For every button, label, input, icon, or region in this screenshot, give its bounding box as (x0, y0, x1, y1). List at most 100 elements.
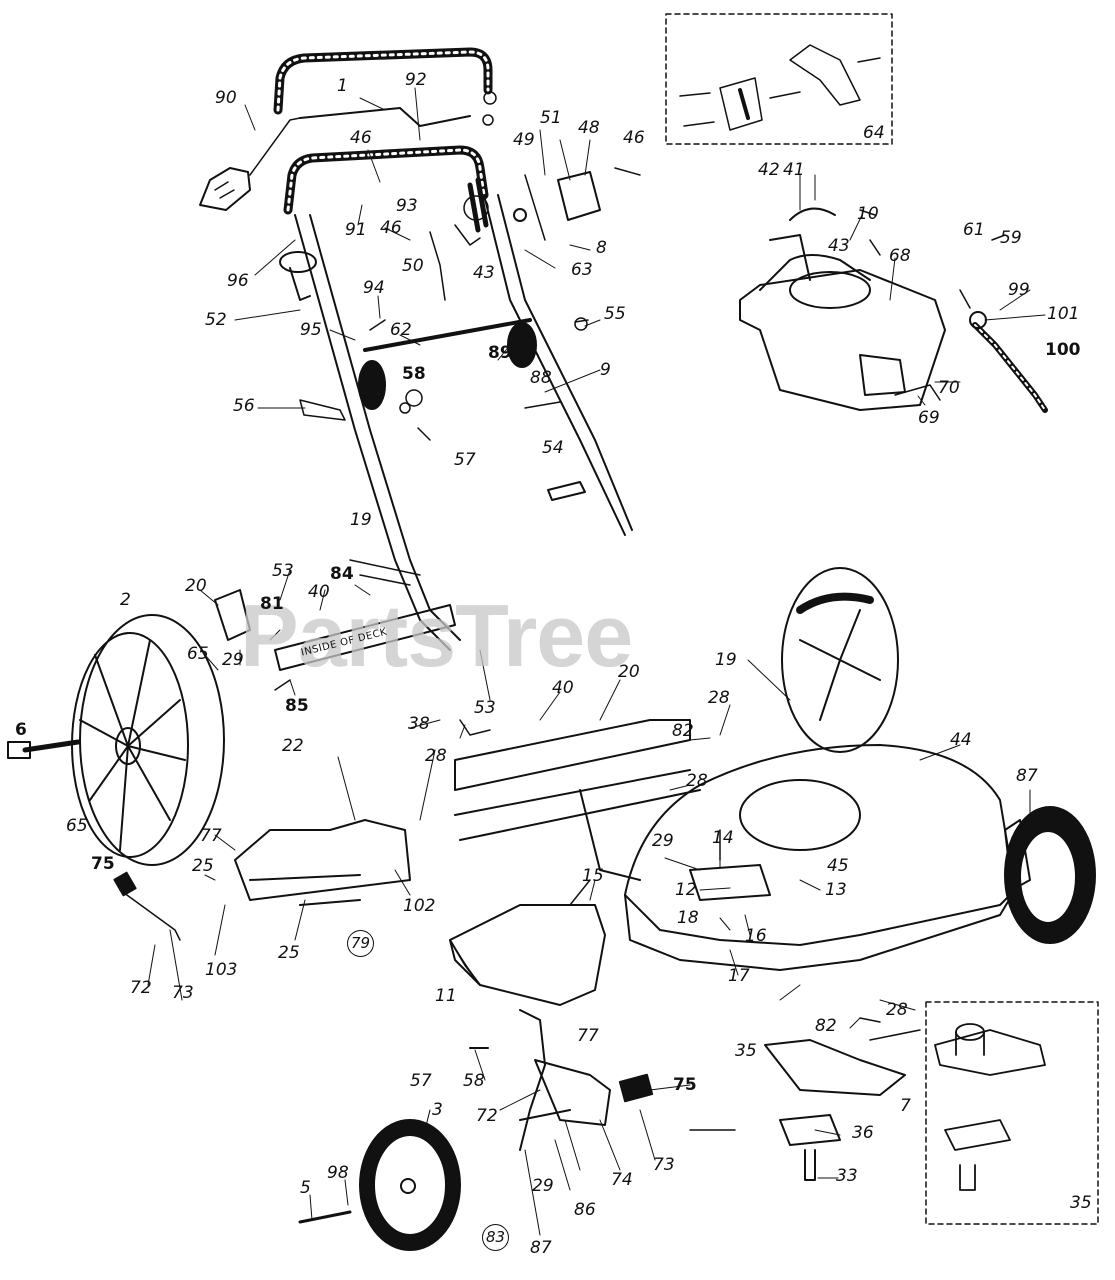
callout-label: 22 (282, 736, 304, 756)
callout-label: 99 (1008, 280, 1030, 300)
callout-label: 70 (938, 378, 960, 398)
callout-label: 49 (513, 130, 535, 150)
callout-label: 94 (363, 278, 385, 298)
detail-box-64 (665, 13, 893, 145)
callout-label: 65 (66, 816, 88, 836)
callout-label: 29 (652, 831, 674, 851)
callout-label: 38 (408, 714, 430, 734)
callout-label: 35 (735, 1041, 757, 1061)
callout-label: 65 (187, 644, 209, 664)
callout-label: 40 (308, 582, 330, 602)
callout-label: 82 (672, 721, 694, 741)
callout-label: 12 (675, 880, 697, 900)
throttle-cable (972, 322, 1048, 413)
callout-label: 75 (673, 1075, 697, 1095)
callout-label: 43 (828, 236, 850, 256)
callout-label: 42 (758, 160, 780, 180)
detail-box-35 (925, 1001, 1099, 1225)
callout-label: 14 (712, 828, 734, 848)
rear-bar (454, 719, 701, 881)
callout-label: 46 (350, 128, 372, 148)
callout-label: 29 (532, 1176, 554, 1196)
callout-label: 62 (390, 320, 412, 340)
callout-label: 73 (172, 983, 194, 1003)
callout-label: 102 (403, 896, 436, 916)
callout-label: 45 (827, 856, 849, 876)
callout-label: 103 (205, 960, 238, 980)
callout-label: 74 (611, 1170, 633, 1190)
watermark: PartsTree (240, 586, 633, 685)
callout-label: 28 (708, 688, 730, 708)
callout-label: 28 (425, 746, 447, 766)
callout-label: 85 (285, 696, 309, 716)
front-wheel-right (1004, 806, 1096, 944)
callout-label: 72 (130, 978, 152, 998)
callout-label: 41 (783, 160, 805, 180)
cable-clip (557, 171, 601, 221)
handle-knob-right (507, 322, 537, 368)
cable-bracket (199, 167, 251, 211)
callout-label: 73 (653, 1155, 675, 1175)
leader-lines (147, 87, 1046, 1236)
callout-label: 18 (677, 908, 699, 928)
callout-label: 54 (542, 438, 564, 458)
callout-label: 91 (345, 220, 367, 240)
rear-axle-bracket (113, 819, 411, 941)
callout-label: 50 (402, 256, 424, 276)
callout-label: 1 (337, 76, 348, 96)
callout-label: 7 (900, 1096, 911, 1116)
callout-label: 29 (222, 650, 244, 670)
callout-label: 25 (278, 943, 300, 963)
callout-label: 53 (474, 698, 496, 718)
callout-label: 96 (227, 271, 249, 291)
callout-label: 79 (347, 930, 375, 957)
callout-label: 77 (577, 1026, 599, 1046)
upper-handle (273, 47, 493, 115)
rear-wheel-right (781, 567, 899, 753)
callout-label: 6 (15, 720, 27, 740)
callout-label: 69 (918, 408, 940, 428)
callout-label: 5 (300, 1178, 311, 1198)
callout-label: 59 (1000, 228, 1022, 248)
middle-handle (283, 145, 489, 215)
callout-label: 81 (260, 594, 284, 614)
callout-label: 11 (435, 986, 457, 1006)
blade-adapter (689, 1039, 906, 1181)
callout-label: 52 (205, 310, 227, 330)
callout-label: 9 (600, 360, 611, 380)
callout-label: 36 (852, 1123, 874, 1143)
engine (739, 207, 946, 411)
callout-label: 16 (745, 926, 767, 946)
callout-label: 13 (825, 880, 847, 900)
callout-label: 72 (476, 1106, 498, 1126)
callout-label: 87 (530, 1238, 552, 1258)
mower-deck (624, 744, 1016, 971)
callout-label: 98 (327, 1163, 349, 1183)
callout-label: 28 (886, 1000, 908, 1020)
callout-label: 46 (380, 218, 402, 238)
callout-label: 63 (571, 260, 593, 280)
rear-deflector (449, 904, 606, 1006)
callout-label: 48 (578, 118, 600, 138)
callout-label: 40 (552, 678, 574, 698)
front-axle-bracket (469, 1009, 654, 1151)
callout-label: 87 (1016, 766, 1038, 786)
callout-label: 46 (623, 128, 645, 148)
callout-label: 57 (454, 450, 476, 470)
callout-label: 35 (1070, 1193, 1092, 1213)
handle-crossbar (363, 318, 532, 352)
callout-label: 57 (410, 1071, 432, 1091)
callout-label: 83 (482, 1224, 510, 1251)
callout-label: 90 (215, 88, 237, 108)
handle-knob-left (279, 251, 317, 273)
callout-label: 19 (715, 650, 737, 670)
callout-label: 93 (396, 196, 418, 216)
callout-label: 25 (192, 856, 214, 876)
callout-label: 43 (473, 263, 495, 283)
callout-label: 58 (402, 364, 426, 384)
handle-legs (294, 194, 633, 651)
callout-label: 101 (1047, 304, 1080, 324)
rope-guide (547, 481, 586, 501)
